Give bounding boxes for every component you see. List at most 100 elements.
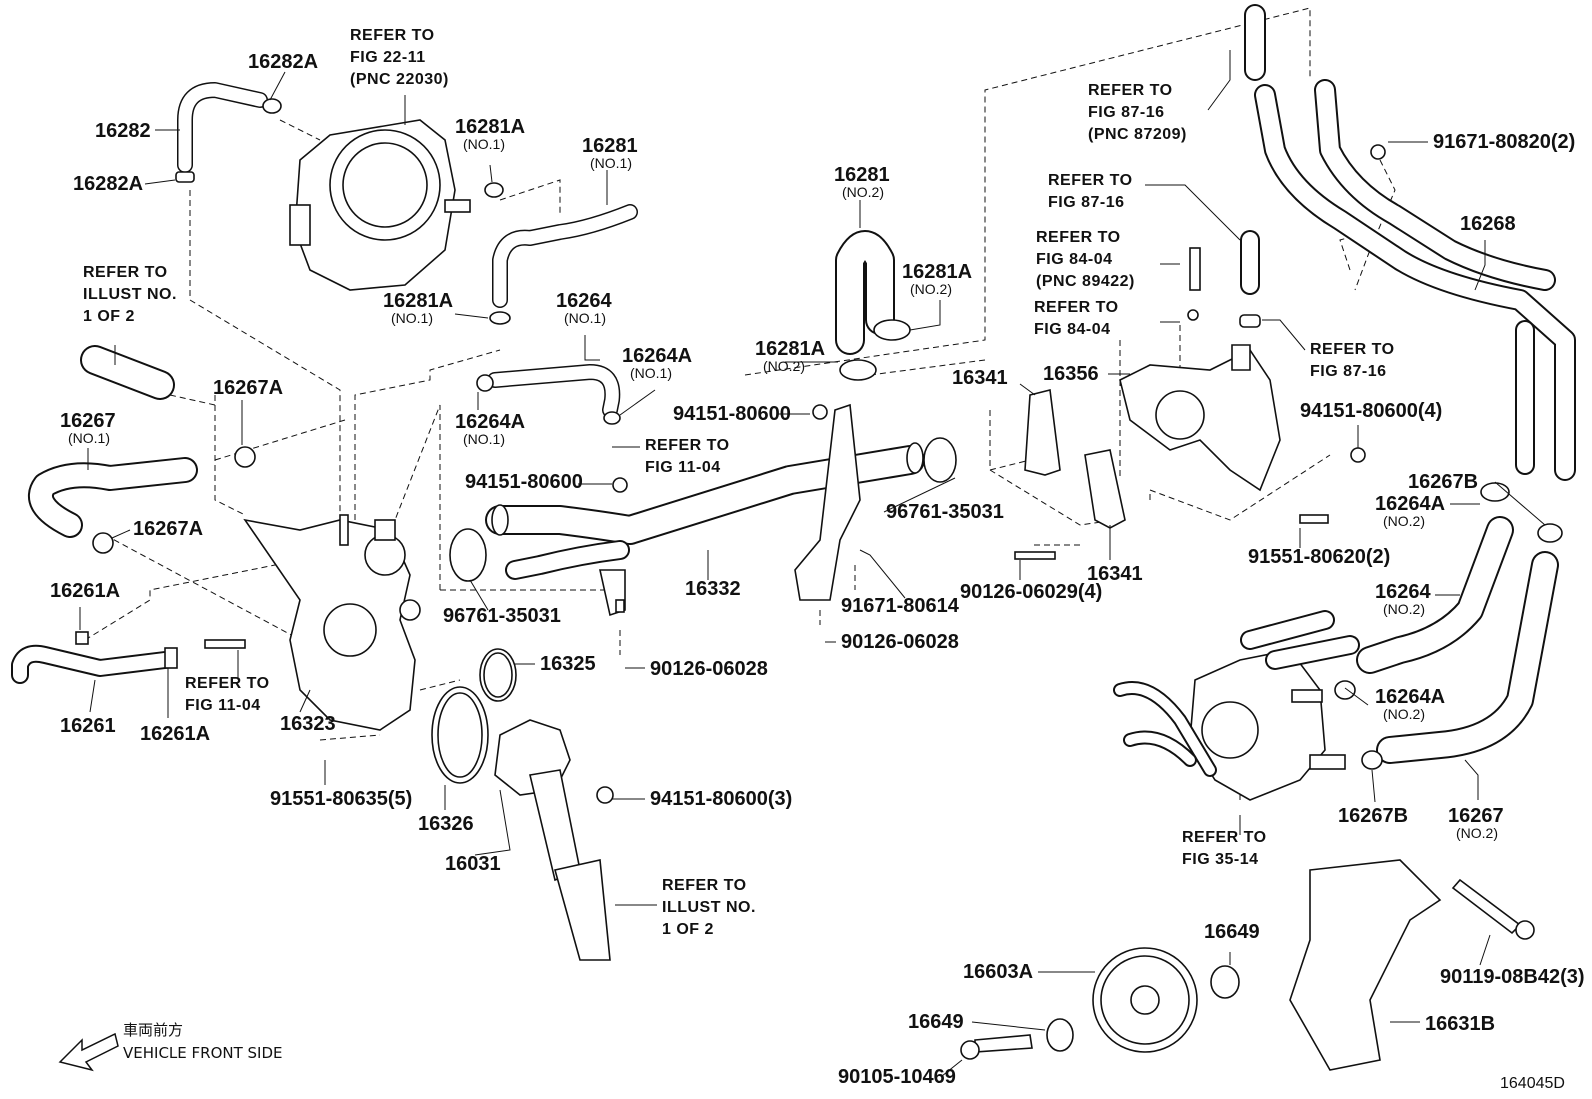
refer-note-r_illust_top-line-2: 1 OF 2 — [83, 308, 135, 325]
leader-line — [1464, 759, 1479, 800]
direction-label-jp: 車両前方 — [123, 1021, 183, 1039]
leader-line — [474, 789, 511, 856]
part-number-p94151_80600_a: 94151-80600 — [673, 403, 791, 425]
refer-note-r_fig8404_pnc-line-1: FIG 84-04 — [1036, 251, 1113, 268]
refer-note-r_fig8404-line-0: REFER TO — [1034, 299, 1119, 316]
hose-16264-no1 — [476, 364, 621, 425]
leader-line — [1262, 319, 1306, 351]
refer-note-r_fig1104_bot-line-0: REFER TO — [185, 675, 270, 692]
refer-note-r_fig8716_a-line-0: REFER TO — [1048, 172, 1133, 189]
part-number-p91671_80820: 91671-80820(2) — [1433, 131, 1575, 153]
refer-note-r_fig3514-line-1: FIG 35-14 — [1182, 851, 1259, 868]
hose-16261 — [11, 631, 246, 684]
part-number-p91551_80635: 91551-80635(5) — [270, 788, 412, 810]
part-number-p16267B_bot: 16267B — [1338, 805, 1408, 827]
part-number-p16281_no2: 16281 — [834, 164, 890, 186]
leader-line — [469, 579, 489, 611]
vehicle-front-arrow-icon — [58, 1032, 119, 1072]
part-number-p90126_06028_a: 90126-06028 — [650, 658, 768, 680]
refer-note-r_fig8404-line-1: FIG 84-04 — [1034, 321, 1111, 338]
part-number-p16281A_no2_r: 16281A — [902, 261, 972, 283]
leader-line — [1479, 934, 1491, 966]
part-number-p16281A_no1_mid: 16281A — [383, 290, 453, 312]
water-pump-assembly — [1113, 610, 1360, 801]
part-number-p16649_bot: 16649 — [908, 1011, 964, 1033]
hose-16281-no2 — [835, 230, 911, 381]
part-number-p16268: 16268 — [1460, 213, 1516, 235]
leader-line — [89, 679, 96, 713]
leader-line — [111, 529, 131, 539]
part-number-p16267A_top: 16267A — [213, 377, 283, 399]
refer-note-r_illust_bot-line-2: 1 OF 2 — [662, 921, 714, 938]
part-number-p16631B: 16631B — [1425, 1013, 1495, 1035]
refer-note-r_illust_bot-line-0: REFER TO — [662, 877, 747, 894]
part-number-p90119_08B42: 90119-08B42(3) — [1440, 966, 1585, 988]
refer-note-r_illust_top-line-1: ILLUST NO. — [83, 286, 177, 303]
part-number-p94151_80600_4: 94151-80600(4) — [1300, 400, 1442, 422]
leader-line — [1474, 240, 1486, 291]
refer-note-r_fig8716_b-line-0: REFER TO — [1310, 341, 1395, 358]
part-number-sub-p16264A_no1_r: (NO.1) — [630, 365, 672, 381]
refer-note-r_fig1104_bot-line-1: FIG 11-04 — [185, 697, 261, 714]
leader-line — [584, 335, 600, 361]
part-number-sub-p16264A_no2_mid: (NO.2) — [1383, 706, 1425, 722]
part-number-p16282A_left: 16282A — [73, 173, 143, 195]
part-number-p16282: 16282 — [95, 120, 151, 142]
part-number-p16323: 16323 — [280, 713, 336, 735]
part-number-p16264A_no1_l: 16264A — [455, 411, 525, 433]
heater-pipe-16268 — [1244, 4, 1576, 481]
part-number-p16264A_no2_top: 16264A — [1375, 493, 1445, 515]
refer-note-r_fig1104_mid-line-0: REFER TO — [645, 437, 730, 454]
refer-note-r_fig22-line-1: FIG 22-11 — [350, 49, 426, 66]
water-outlet-16356-and-gaskets — [1014, 230, 1366, 560]
part-number-p16281A_no2_l: 16281A — [755, 338, 825, 360]
part-number-p16267A_bot: 16267A — [133, 518, 203, 540]
part-number-sub-p16281A_no1_mid: (NO.1) — [391, 310, 433, 326]
part-number-sub-p16264A_no2_top: (NO.2) — [1383, 513, 1425, 529]
leader-line — [971, 1021, 1046, 1031]
part-number-p16356: 16356 — [1043, 363, 1099, 385]
refer-note-r_fig8404_pnc-line-0: REFER TO — [1036, 229, 1121, 246]
refer-note-r_fig3514-line-0: REFER TO — [1182, 829, 1267, 846]
part-number-sub-p16264_no1: (NO.1) — [564, 310, 606, 326]
leader-line — [1145, 184, 1241, 241]
leader-line — [1344, 687, 1369, 706]
leader-line — [859, 549, 906, 599]
part-number-sub-p16281A_no2_l: (NO.2) — [763, 358, 805, 374]
water-outlet-16031 — [494, 719, 614, 961]
part-number-p91671_80614: 91671-80614 — [841, 595, 960, 617]
part-number-p90105_10469: 90105-10469 — [838, 1066, 956, 1088]
part-number-p94151_80600_3: 94151-80600(3) — [650, 788, 792, 810]
part-number-p91551_80620: 91551-80620(2) — [1248, 546, 1390, 568]
part-number-p16264_no1: 16264 — [556, 290, 612, 312]
part-number-p16031: 16031 — [445, 853, 501, 875]
part-number-p16341_top: 16341 — [952, 367, 1008, 389]
part-number-p90126_06028_b: 90126-06028 — [841, 631, 959, 653]
water-inlet-housing-16323 — [243, 514, 421, 731]
part-number-p16649_top: 16649 — [1204, 921, 1260, 943]
part-number-sub-p16281_no2: (NO.2) — [842, 184, 884, 200]
part-number-p16281A_no1_top: 16281A — [455, 116, 525, 138]
part-number-p16326: 16326 — [418, 813, 474, 835]
leader-line — [1207, 50, 1231, 111]
hose-16281-no1 — [484, 182, 638, 325]
part-number-p16261A_bot: 16261A — [140, 723, 210, 745]
part-number-p16282A_top: 16282A — [248, 51, 318, 73]
leader-line — [1494, 481, 1546, 526]
leader-line — [941, 1059, 963, 1077]
part-number-p16264A_no1_r: 16264A — [622, 345, 692, 367]
leader-line — [269, 71, 286, 101]
part-number-p16264A_no2_mid: 16264A — [1375, 686, 1445, 708]
refer-note-r_fig8716_pnc-line-1: FIG 87-16 — [1088, 104, 1165, 121]
part-number-p94151_80600_b: 94151-80600 — [465, 471, 583, 493]
refer-note-r_illust_top-line-0: REFER TO — [83, 264, 168, 281]
direction-label-en: VEHICLE FRONT SIDE — [123, 1044, 283, 1062]
part-number-p16281_no1: 16281 — [582, 135, 638, 157]
part-number-p16332: 16332 — [685, 578, 741, 600]
part-number-sub-p16267_no2: (NO.2) — [1456, 825, 1498, 841]
part-number-sub-p16281_no1: (NO.1) — [590, 155, 632, 171]
hose-16267-no1 — [28, 345, 256, 554]
water-bypass-pipe-16332 — [449, 403, 957, 617]
